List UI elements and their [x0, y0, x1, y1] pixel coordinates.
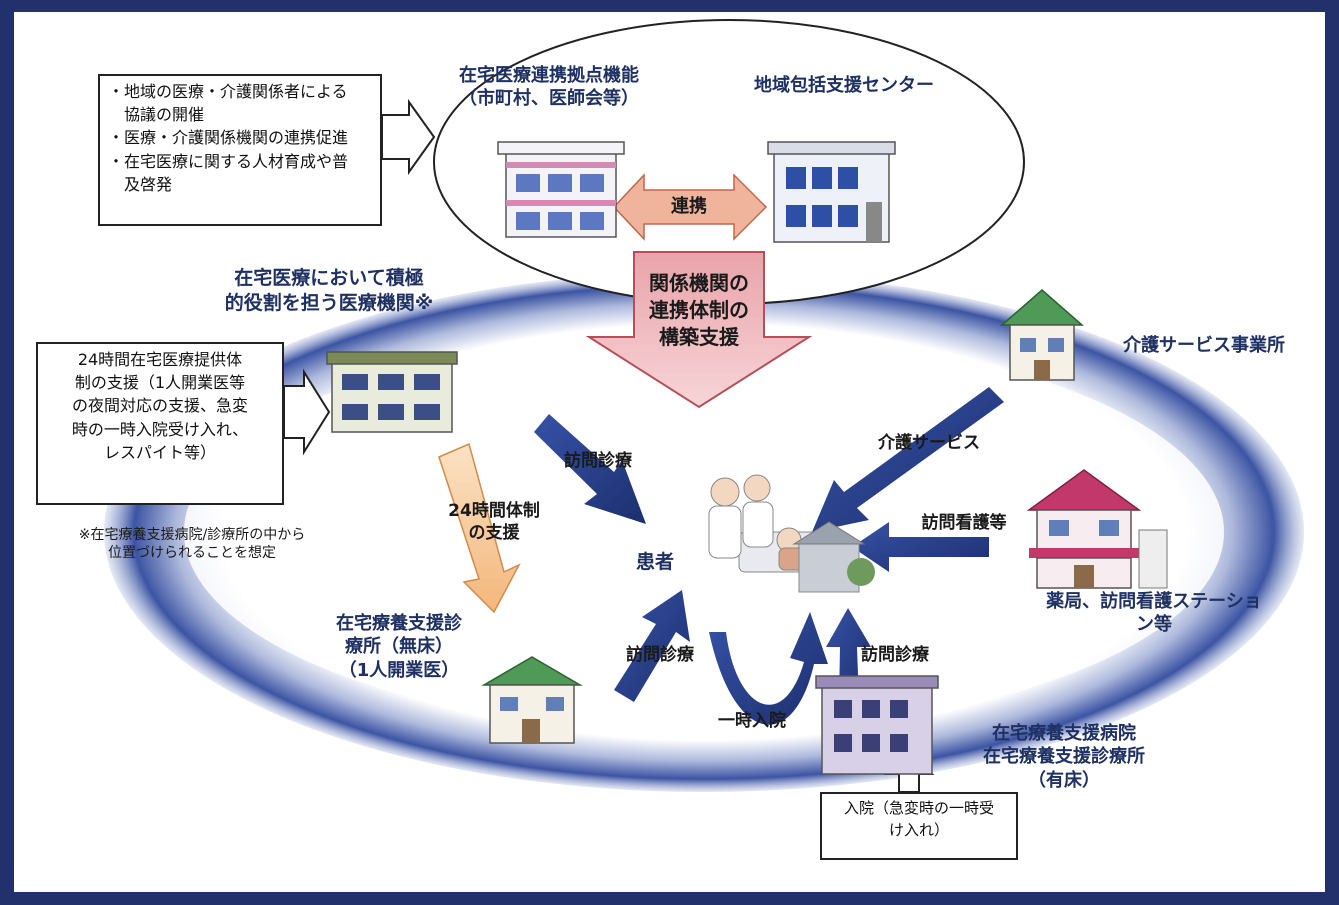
link-label: 連携	[671, 196, 707, 217]
pharmacy-house-icon	[1026, 469, 1168, 589]
pharmacy-line2: ン等	[1136, 614, 1172, 636]
care-office-house-icon	[1000, 289, 1084, 381]
hub-title-line2: （市町村、医師会等）	[459, 88, 639, 110]
system24-line1: 24時間体制	[448, 501, 540, 521]
partner-label: 地域包括支援センター	[754, 75, 934, 96]
top-box-line: 協議の開催	[108, 105, 205, 125]
support-arrow-line: 連携体制の	[649, 298, 749, 322]
support-info-box: 24時間在宅医療提供体 制の支援（1人開業医等 の夜間対応の支援、急変 時の一時…	[36, 342, 284, 505]
patient-care-icon	[708, 474, 875, 593]
pharmacy-line1: 薬局、訪問看護ステーショ	[1046, 591, 1262, 612]
support-arrow-text: 関係機関の 連携体制の 構築支援	[614, 270, 784, 351]
support-arrow-line: 構築支援	[659, 325, 739, 349]
system24-line2: の支援	[468, 523, 520, 544]
top-box-line: ・地域の医療・介護関係者による	[108, 82, 348, 101]
clinic-nobed-house-icon	[481, 656, 583, 744]
pharmacy-label: 薬局、訪問看護ステーショ ン等	[1004, 590, 1304, 637]
support-arrow-line: 関係機関の	[649, 271, 749, 295]
clinic-nobed-label: 在宅療養支援診 療所（無床） （1人開業医）	[324, 612, 474, 682]
support-box-line: 制の支援（1人開業医等	[74, 373, 246, 393]
support-box-line: レスパイト等）	[103, 442, 216, 462]
partner-building-icon	[767, 141, 896, 243]
hospital-building-icon	[815, 675, 939, 775]
visit-bottom-label: 訪問診療	[626, 645, 694, 665]
support-box-line: 時の一時入院受け入れ、	[71, 419, 249, 439]
patient-label: 患者	[635, 551, 674, 573]
visit-top-arrow	[534, 414, 646, 524]
footnote-line2: 位置づけられることを想定	[108, 545, 276, 562]
hospital-line3: （有床）	[1028, 769, 1100, 791]
clinic-nobed-line3: （1人開業医）	[338, 659, 460, 681]
support-box-arrow	[283, 368, 331, 456]
hub-title-line1: 在宅医療連携拠点機能	[459, 65, 639, 86]
care-service-label: 介護サービス	[878, 433, 980, 453]
top-info-box: ・地域の医療・介護関係者による 協議の開催 ・医療・介護関係機関の連携促進 ・在…	[98, 74, 382, 226]
active-institution-line2: 的役割を担う医療機関※	[224, 291, 434, 314]
nursing-label: 訪問看護等	[921, 513, 1007, 533]
temp-admit-arrow	[709, 612, 828, 725]
system24-label: 24時間体制 の支援	[434, 500, 554, 544]
diagram-canvas: ・地域の医療・介護関係者による 協議の開催 ・医療・介護関係機関の連携促進 ・在…	[14, 12, 1325, 892]
visit-top-label: 訪問診療	[564, 451, 632, 471]
admit-box-line2: け入れ）	[888, 820, 949, 839]
top-box-line: 及啓発	[108, 174, 173, 194]
clinic-nobed-line1: 在宅療養支援診	[336, 613, 462, 634]
top-box-line: ・在宅医療に関する人材育成や普	[108, 151, 349, 171]
hub-building-icon	[497, 141, 625, 238]
hub-title: 在宅医療連携拠点機能 （市町村、医師会等）	[434, 64, 664, 111]
support-down-arrow	[585, 251, 813, 409]
system24-arrow	[438, 442, 521, 614]
admit-info-box: 入院（急変時の一時受 け入れ）	[820, 792, 1018, 860]
active-institution-building-icon	[326, 351, 458, 433]
care-service-arrow	[812, 387, 1004, 532]
link-double-arrow	[612, 173, 768, 241]
hospital-label: 在宅療養支援病院 在宅療養支援診療所 （有床）	[949, 722, 1179, 792]
admit-box-line1: 入院（急変時の一時受	[843, 799, 994, 817]
hospital-line1: 在宅療養支援病院	[992, 723, 1136, 744]
temp-admit-label: 一時入院	[718, 711, 786, 731]
top-box-line: ・医療・介護関係機関の連携促進	[108, 128, 349, 148]
active-institution-line1: 在宅医療において積極	[234, 267, 424, 289]
visit-bottom-arrow	[614, 590, 690, 702]
footnote-line1: ※在宅療養支援病院/診療所の中から	[78, 527, 306, 543]
clinic-nobed-line2: 療所（無床）	[345, 636, 453, 658]
top-box-arrow	[381, 98, 436, 176]
hospital-line2: 在宅療養支援診療所	[983, 746, 1145, 768]
diagram-graphics	[104, 19, 1304, 793]
footnote: ※在宅療養支援病院/診療所の中から 位置づけられることを想定	[42, 526, 342, 562]
visit-right-label: 訪問診療	[861, 645, 929, 665]
support-box-line: 24時間在宅医療提供体	[77, 350, 243, 369]
active-institution-label: 在宅医療において積極 的役割を担う医療機関※	[204, 266, 454, 315]
care-office-label: 介護サービス事業所	[1123, 335, 1285, 356]
visit-right-arrow	[826, 608, 871, 702]
support-box-line: の夜間対応の支援、急変	[71, 396, 248, 416]
nursing-arrow	[852, 522, 989, 572]
